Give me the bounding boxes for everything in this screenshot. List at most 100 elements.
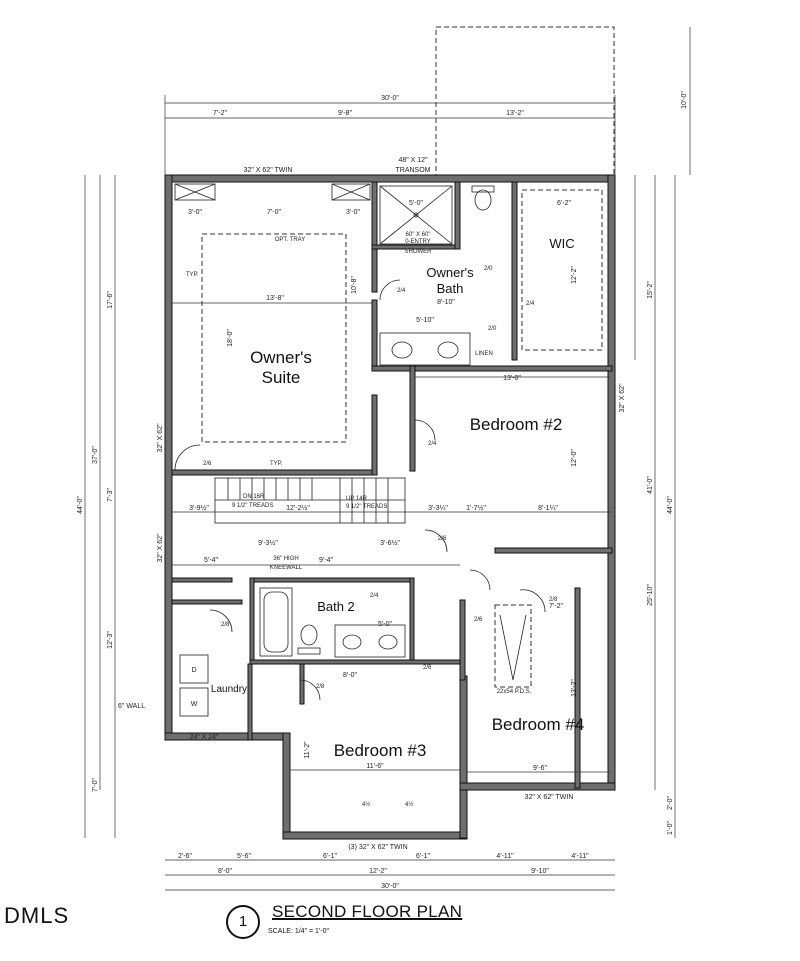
- bedroom4-label: Bedroom #4: [492, 715, 585, 734]
- note-stairs-dn: DN 16R: [243, 494, 265, 500]
- dim-bed2-8: 8'-1¼": [538, 505, 558, 512]
- plan-scale: SCALE: 1/4" = 1'-0": [268, 928, 329, 935]
- dim-bath-8: 8'-10": [437, 299, 455, 306]
- door-tag-e: 2/4: [428, 441, 437, 447]
- owners-bath-label-1: Owner's: [426, 265, 474, 280]
- dim-bed2-12: 12'-0": [571, 449, 578, 467]
- dim-bed3-11v: 11'-2": [304, 741, 311, 759]
- dim-left-3: 17'-6": [107, 291, 114, 309]
- door-tag-m: 2/8: [316, 684, 325, 690]
- door-tag-g: 2/6: [438, 536, 447, 542]
- dim-bed4-9: 9'-6": [533, 765, 547, 772]
- dim-right-6: 1'-0": [667, 821, 674, 835]
- note-window-62-left1: 32" X 62": [157, 423, 164, 453]
- note-opt-tray: OPT. TRAY: [275, 237, 305, 243]
- note-window-62-left2: 32" X 62": [157, 533, 164, 563]
- door-tag-i: 2/4: [370, 593, 379, 599]
- door-tag-j: 2/8: [221, 622, 230, 628]
- dim-right-5: 2'-0": [667, 796, 674, 810]
- wic-label: WIC: [549, 236, 574, 251]
- note-six-wall: 6" WALL: [118, 703, 145, 710]
- bedroom2-label: Bedroom #2: [470, 415, 563, 434]
- dim-hall-1: 1'-7½": [466, 504, 486, 512]
- dim-hall-5: 5'-4": [204, 557, 218, 564]
- door-tag-f: 2/6: [203, 461, 212, 467]
- dim-bath-5b: 5'-10": [416, 317, 434, 324]
- note-kneewall-1: 36" HIGH: [273, 556, 298, 562]
- dim-bottom-6: 4'-11": [571, 853, 589, 860]
- owners-vanity: [379, 332, 471, 366]
- washer-label: W: [191, 701, 198, 708]
- roof-area-outline: [435, 26, 615, 178]
- shower: [379, 185, 453, 245]
- dryer-label: D: [191, 667, 196, 674]
- bathtub: [259, 587, 293, 657]
- note-stairs-up-treads: 9 1/2" TREADS: [346, 504, 387, 510]
- toilet-owners-bath: [471, 185, 495, 211]
- dim-bath2-8: 8'-0": [343, 672, 357, 679]
- dim-top-overall: 30'-0": [381, 95, 399, 102]
- dim-suite-len: 18'-0": [227, 329, 234, 347]
- toilet-bath2: [297, 624, 321, 655]
- dim-closet-3: 3'-0": [346, 209, 360, 216]
- dim-left-2: 37'-0": [92, 446, 99, 464]
- note-transom-1: 48" X 12": [398, 157, 428, 164]
- dim-wic-12: 12'-2": [571, 266, 578, 284]
- half-tag-a: 4½: [362, 801, 370, 808]
- dim-top-2: 9'-8": [338, 110, 352, 117]
- dim-bath2-5: 5'-0": [378, 621, 392, 628]
- dim-bed2-13: 13'-0": [503, 375, 521, 382]
- laundry-machines: [179, 654, 209, 717]
- dim-top-3: 13'-2": [506, 110, 524, 117]
- note-stairs-dn-treads: 9 1/2" TREADS: [232, 503, 273, 509]
- dim-bottom-overall: 30'-0": [381, 883, 399, 890]
- note-kneewall-2: KNEEWALL: [270, 565, 303, 571]
- door-tag-d: 2/0: [488, 326, 497, 332]
- dim-hall-9: 9'-3½": [258, 539, 278, 547]
- door-tag-a: 2/4: [397, 288, 406, 294]
- dim-closet-2: 7'-0": [267, 209, 281, 216]
- door-tag-l: 2/6: [423, 665, 432, 671]
- dim-right-4: 25'-10": [647, 584, 654, 606]
- dim-bottom-3: 6'-1": [323, 853, 337, 860]
- half-tag-b: 4½: [405, 801, 413, 808]
- note-stairs-up: UP 14R: [346, 496, 368, 502]
- dim-left-4: 7'-3": [107, 488, 114, 502]
- door-tag-h: 2/8: [549, 597, 558, 603]
- dimension-lines: [84, 27, 691, 891]
- door-swings: [174, 279, 546, 701]
- dim-bottom-1: 2'-6": [178, 853, 192, 860]
- dim-right-3: 44'-0": [667, 496, 674, 514]
- dim-hall-12: 12'-2½": [286, 504, 310, 512]
- note-shower-2: 0-ENTRY: [405, 239, 431, 245]
- dim-hall-9b: 9'-4": [319, 557, 333, 564]
- note-shower-3: SHOWER: [405, 249, 433, 255]
- note-window-62-right: 32" X 62": [619, 383, 626, 413]
- dim-right-1: 15'-2": [647, 281, 654, 299]
- dim-left-overall: 44'-0": [77, 496, 84, 514]
- dim-bottom-2: 5'-6": [237, 853, 251, 860]
- note-window-24: 24" X 24": [189, 734, 219, 741]
- plan-number-circle: 1: [226, 905, 260, 939]
- dim-suite-10: 10'-8": [351, 276, 358, 294]
- door-tag-k: 2/6: [474, 617, 483, 623]
- note-typ2: TYP.: [270, 461, 283, 467]
- dim-hall-3: 3'-6½": [380, 539, 400, 547]
- dim-right-2: 41'-0": [647, 476, 654, 494]
- note-typ: TYP.: [186, 272, 199, 278]
- dim-hall-3c: 3'-3¼": [428, 505, 448, 512]
- plan-title: SECOND FLOOR PLAN: [272, 902, 463, 921]
- dim-bottom-9: 9'-10": [531, 868, 549, 875]
- note-shower-1: 60" X 60": [406, 232, 431, 238]
- owners-suite-label-1: Owner's: [250, 348, 312, 367]
- dim-top-porch: 10'-0": [681, 91, 688, 109]
- door-tag-c: 2/4: [526, 301, 535, 307]
- laundry-label: Laundry: [211, 684, 247, 695]
- dim-closet-1: 3'-0": [188, 209, 202, 216]
- dim-left-6: 7'-0": [92, 778, 99, 792]
- note-window-twin-bed4: 32" X 62" TWIN: [525, 794, 574, 801]
- pds-outline: [494, 604, 532, 688]
- owners-suite-label-2: Suite: [262, 368, 301, 387]
- dim-bed3-11: 11'-6": [366, 763, 384, 770]
